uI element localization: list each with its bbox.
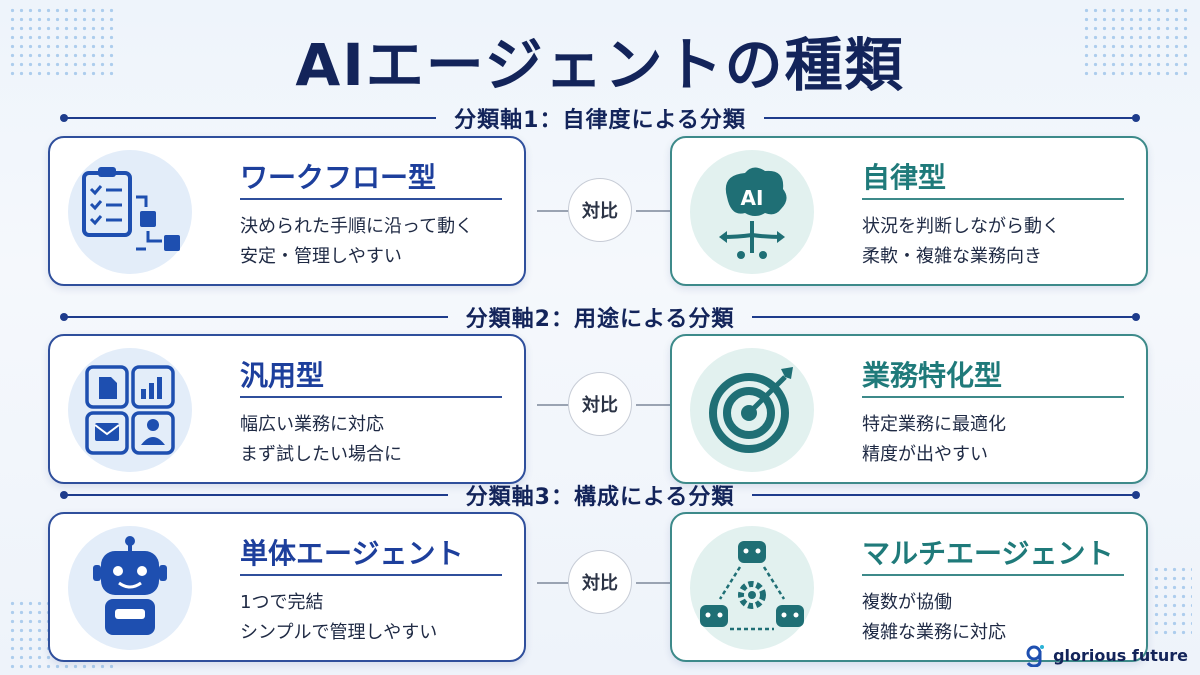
card-desc-line: シンプルで管理しやすい <box>240 622 438 643</box>
card-desc-line: 状況を判断しながら動く <box>862 216 1060 237</box>
card-workflow: ワークフロー型 決められた手順に沿って動く 安定・管理しやすい <box>48 136 526 286</box>
card-title: 汎用型 <box>240 359 325 392</box>
card-desc-line: 安定・管理しやすい <box>240 246 402 267</box>
svg-text:AI: AI <box>741 186 764 210</box>
decorative-dots <box>1152 565 1192 635</box>
robot-icon <box>68 526 192 650</box>
card-desc-line: まず試したい場合に <box>240 444 402 465</box>
brand-logo: glorious future <box>1023 643 1188 667</box>
card-desc-line: 決められた手順に沿って動く <box>240 216 474 237</box>
card-title: 自律型 <box>862 161 947 194</box>
decorative-dots <box>8 6 118 76</box>
vs-badge: 対比 <box>568 550 632 614</box>
axis-label: 分類軸2：用途による分類 <box>465 307 735 332</box>
card-desc-line: 柔軟・複雑な業務向き <box>862 246 1042 267</box>
card-title: 業務特化型 <box>862 359 1003 392</box>
axis-header-1: 分類軸1：自律度による分類 <box>59 103 1141 133</box>
multi-robot-gear-icon <box>690 526 814 650</box>
card-title: 単体エージェント <box>240 537 464 570</box>
ai-brain-icon: AI <box>690 150 814 274</box>
decorative-dots <box>1082 6 1192 76</box>
brand-g-icon <box>1026 645 1045 667</box>
card-desc-line: 1つで完結 <box>240 592 324 613</box>
card-specialized: 業務特化型 特定業務に最適化 精度が出やすい <box>670 334 1148 484</box>
card-desc-line: 複数が協働 <box>862 592 952 613</box>
vs-badge: 対比 <box>568 178 632 242</box>
card-desc-line: 特定業務に最適化 <box>862 414 1006 435</box>
card-general: 汎用型 幅広い業務に対応 まず試したい場合に <box>48 334 526 484</box>
brand-name: glorious future <box>1053 645 1188 665</box>
page-title: AIエージェントの種類 <box>295 31 905 99</box>
card-autonomous: AI 自律型 状況を判断しながら動く 柔軟・複雑な業務向き <box>670 136 1148 286</box>
target-icon <box>690 348 814 472</box>
axis-label: 分類軸3：構成による分類 <box>465 485 735 510</box>
card-title: マルチエージェント <box>862 537 1114 570</box>
vs-badge: 対比 <box>568 372 632 436</box>
card-single-agent: 単体エージェント 1つで完結 シンプルで管理しやすい <box>48 512 526 662</box>
card-desc-line: 精度が出やすい <box>862 444 988 465</box>
card-desc-line: 幅広い業務に対応 <box>240 414 384 435</box>
card-title: ワークフロー型 <box>240 161 437 194</box>
axis-label: 分類軸1：自律度による分類 <box>454 108 746 133</box>
card-desc-line: 複雑な業務に対応 <box>862 622 1006 643</box>
card-multi-agent: マルチエージェント 複数が協働 複雑な業務に対応 <box>670 512 1148 662</box>
multi-app-grid-icon <box>68 348 192 472</box>
workflow-checklist-icon <box>68 150 192 274</box>
axis-header-3: 分類軸3：構成による分類 <box>60 480 1140 510</box>
axis-header-2: 分類軸2：用途による分類 <box>60 302 1140 332</box>
